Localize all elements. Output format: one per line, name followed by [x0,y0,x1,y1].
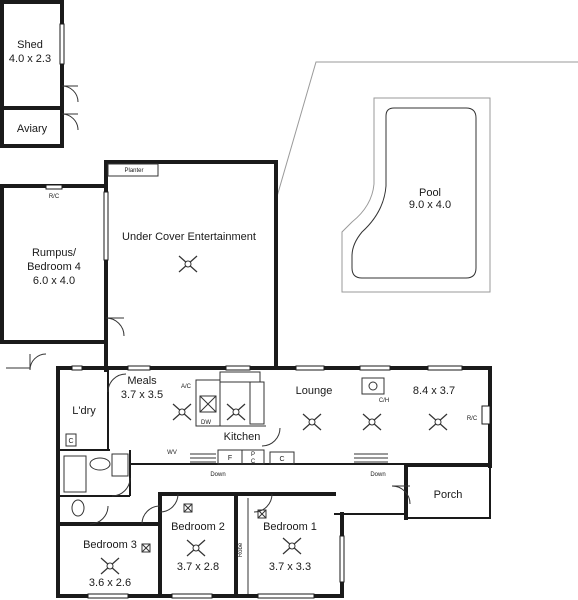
lounge-size: 8.4 x 3.7 [413,385,455,397]
down-label-1: Down [210,472,225,478]
wv-label: WV [167,450,177,456]
entertainment-label: Under Cover Entertainment [122,231,256,243]
rumpus-entertainment-structure [0,160,278,372]
pool-label: Pool [419,187,441,199]
fan-icon [186,539,206,557]
bedroom3-label: Bedroom 3 [83,539,137,551]
hall-c-label: C [279,456,284,463]
house-structure [56,365,492,599]
fan-icon [428,413,448,431]
rumpus-label: Rumpus/ [32,247,77,259]
fan-icon [226,403,246,421]
bedroom3-size: 3.6 x 2.6 [89,577,131,589]
pool-structure [275,61,578,366]
bedroom1-label: Bedroom 1 [263,521,317,533]
fridge-label: F [228,455,232,462]
dw-label: DW [201,420,211,426]
fan-icon [100,557,120,575]
bedroom1-size: 3.7 x 3.3 [269,561,311,573]
lounge-rc-label: R/C [467,416,478,422]
lounge-label: Lounge [296,385,333,397]
laundry-label: L'dry [72,405,96,417]
shed-label: Shed [17,39,43,51]
fan-icon [362,413,382,431]
meals-label: Meals [127,375,157,387]
rumpus-label-2: Bedroom 4 [27,261,81,273]
ch-label: C/H [379,398,389,404]
down-label-2: Down [370,472,385,478]
rumpus-rc-label: R/C [49,194,60,200]
fan-icon [178,255,198,273]
shed-size: 4.0 x 2.3 [9,53,51,65]
ac-label: A/C [181,384,192,390]
pool-size: 9.0 x 4.0 [409,199,451,211]
fan-icon [172,403,192,421]
laundry-c-label: C [68,438,73,445]
kitchen-label: Kitchen [224,431,261,443]
pantry-label: P [251,452,255,458]
shed-structure [0,0,79,148]
porch-label: Porch [434,489,463,501]
robe-label: Robe [238,542,244,557]
fan-icon [302,413,322,431]
bedroom2-size: 3.7 x 2.8 [177,561,219,573]
aviary-label: Aviary [17,123,48,135]
meals-size: 3.7 x 3.5 [121,389,163,401]
rumpus-size: 6.0 x 4.0 [33,275,75,287]
pantry-c-label: C [251,459,256,465]
planter-label: Planter [124,168,143,174]
bedroom2-label: Bedroom 2 [171,521,225,533]
fan-icon [282,537,302,555]
